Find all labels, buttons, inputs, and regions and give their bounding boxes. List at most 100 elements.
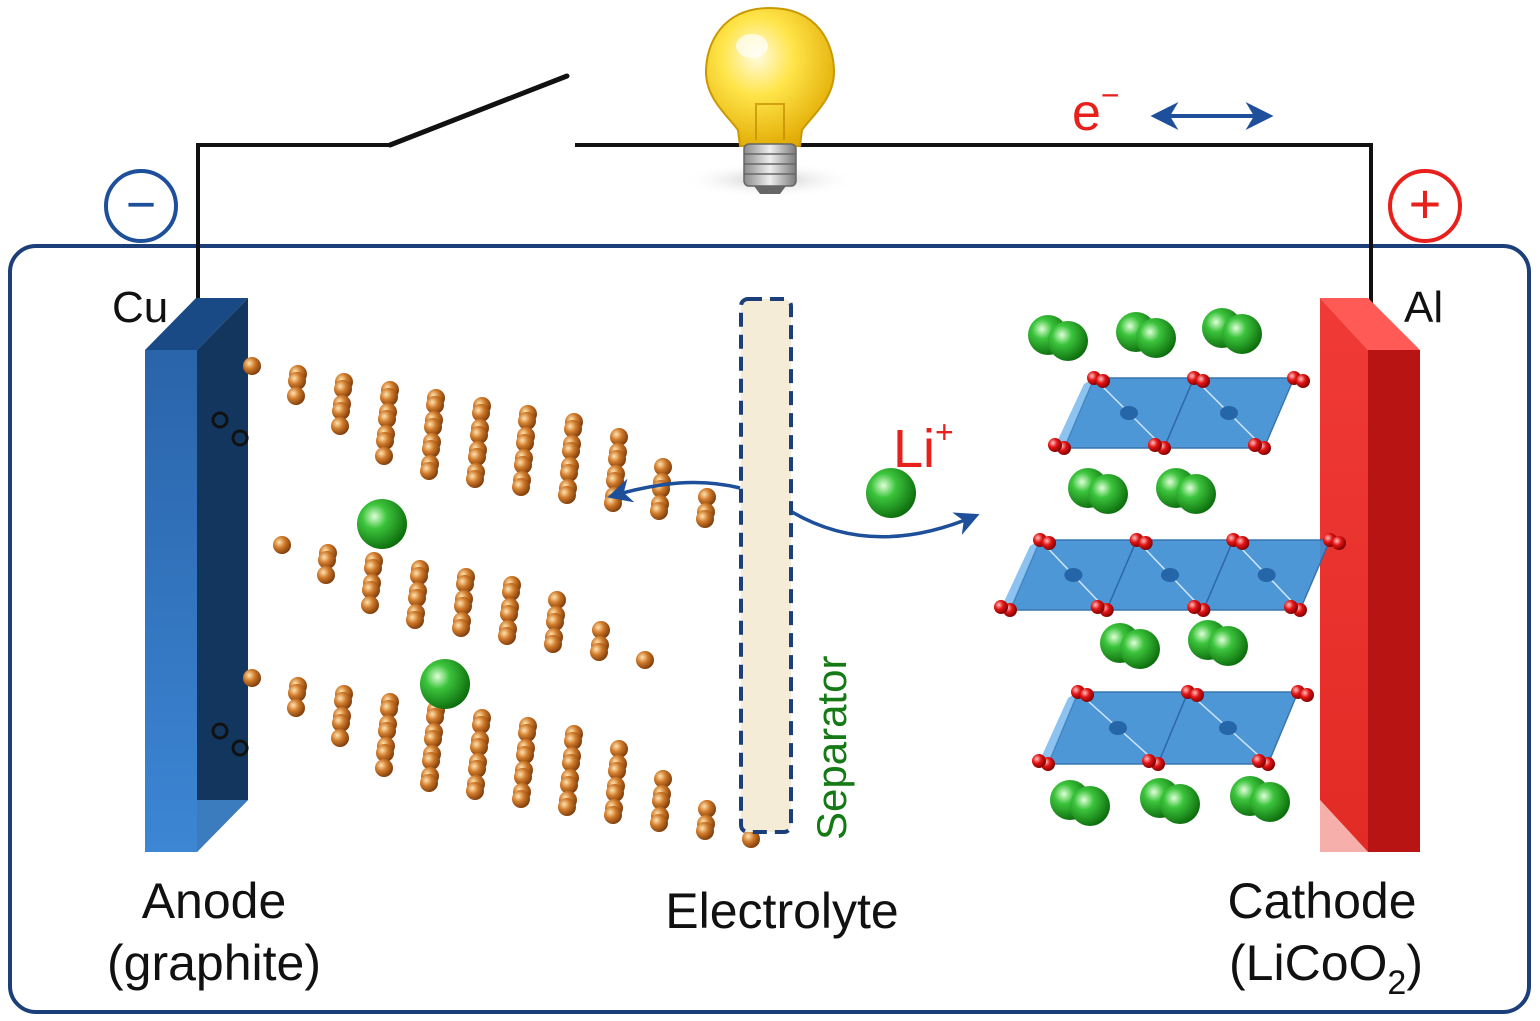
coo2-octahedra-layer	[1048, 371, 1310, 455]
carbon-atom	[361, 596, 379, 614]
carbon-atom	[468, 760, 486, 778]
carbon-atom	[512, 790, 530, 808]
oxygen-atom	[1096, 374, 1110, 388]
plus-sign: +	[1409, 172, 1442, 235]
carbon-atom	[558, 798, 576, 816]
carbon-atom	[512, 478, 530, 496]
carbon-atom	[334, 380, 352, 398]
oxygen-atom	[1138, 536, 1153, 550]
carbon-atom	[608, 450, 626, 468]
electron-label: e−	[1072, 77, 1120, 142]
carbon-atom	[378, 410, 396, 428]
light-bulb-icon	[682, 6, 858, 198]
battery-casing	[8, 244, 1531, 1014]
anode-label: Anode	[142, 873, 287, 929]
carbon-atom	[406, 611, 424, 629]
carbon-atom	[516, 746, 534, 764]
carbon-atom	[380, 700, 398, 718]
graphite-sheet	[243, 357, 760, 536]
carbon-atom	[332, 714, 350, 732]
coo2-octahedra-layer	[1032, 685, 1314, 771]
separator-membrane	[739, 297, 793, 834]
carbon-atom	[331, 729, 349, 747]
oxygen-atom	[1142, 754, 1156, 768]
carbon-atom	[560, 464, 578, 482]
oxygen-atom	[1296, 374, 1310, 388]
lithium-ion-cathode	[1116, 312, 1176, 358]
carbon-atom	[362, 581, 380, 599]
carbon-atom	[696, 510, 714, 528]
carbon-atom	[472, 404, 490, 422]
carbon-atom	[408, 589, 426, 607]
carbon-atom	[364, 559, 382, 577]
carbon-atom	[376, 744, 394, 762]
carbon-atom	[410, 567, 428, 585]
carbon-atom	[452, 619, 470, 637]
carbon-atom	[698, 488, 716, 506]
carbon-atom	[564, 420, 582, 438]
oxygen-atom	[1196, 374, 1210, 388]
graphite-layers	[243, 357, 760, 848]
carbon-atom	[516, 434, 534, 452]
oxygen-atom	[1080, 688, 1094, 702]
minus-sign: −	[126, 176, 156, 234]
li-ion-arrow-left	[607, 478, 741, 503]
carbon-atom	[318, 551, 336, 569]
coo2-octahedra-layer	[994, 533, 1346, 617]
oxygen-atom	[1187, 600, 1202, 614]
carbon-atom	[610, 428, 628, 446]
oxygen-atom	[1284, 600, 1298, 614]
carbon-atom	[332, 402, 350, 420]
lithium-ion	[866, 468, 916, 518]
lithium-ion-anode	[357, 499, 407, 549]
carbon-atom	[243, 357, 261, 375]
carbon-atom	[518, 412, 536, 430]
carbon-atom	[472, 716, 490, 734]
cathode-material-label: (LiCoO2)	[1229, 935, 1423, 1002]
minus-circle-icon	[104, 169, 178, 243]
carbon-atom	[608, 762, 626, 780]
lithium-ion-cathode	[1230, 776, 1290, 822]
wire-right	[575, 143, 1373, 326]
carbon-atom	[376, 432, 394, 450]
lithium-ion-cathode	[1028, 315, 1088, 361]
switch-lever	[387, 73, 570, 148]
carbon-atom	[420, 774, 438, 792]
carbon-atom	[636, 651, 654, 669]
carbon-atom	[592, 621, 610, 639]
cu-label: Cu	[112, 283, 168, 332]
carbon-atom	[502, 583, 520, 601]
carbon-atom	[456, 575, 474, 593]
lithium-ion-cathode	[1068, 468, 1128, 514]
positive-terminal: +	[1388, 169, 1462, 243]
carbon-atom	[606, 784, 624, 802]
licoo2-structure	[994, 308, 1346, 826]
carbon-atom	[424, 730, 442, 748]
lithium-ion-anode	[420, 659, 470, 709]
anode-plate	[145, 298, 248, 852]
carbon-atom	[317, 566, 335, 584]
carbon-atom	[544, 635, 562, 653]
carbon-atom	[654, 770, 672, 788]
carbon-atom	[380, 388, 398, 406]
carbon-atom	[562, 754, 580, 772]
graphite-sheet	[243, 669, 760, 848]
oxygen-atom	[1090, 600, 1105, 614]
carbon-atom	[420, 462, 438, 480]
li-ion-label: Li+	[893, 414, 954, 479]
lithium-ion-cathode	[1188, 620, 1248, 666]
carbon-atom	[334, 692, 352, 710]
carbon-atom	[422, 752, 440, 770]
carbon-atom	[375, 447, 393, 465]
carbon-atom	[466, 782, 484, 800]
carbon-atom	[698, 800, 716, 818]
graphite-sheet	[273, 536, 654, 669]
lithium-ion-cathode	[1050, 780, 1110, 826]
carbon-atom	[287, 699, 305, 717]
carbon-atom	[331, 417, 349, 435]
carbon-atom	[375, 759, 393, 777]
carbon-atom	[604, 806, 622, 824]
cathode-plate	[1320, 298, 1420, 852]
oxygen-atom	[1235, 536, 1250, 550]
carbon-atom	[560, 776, 578, 794]
